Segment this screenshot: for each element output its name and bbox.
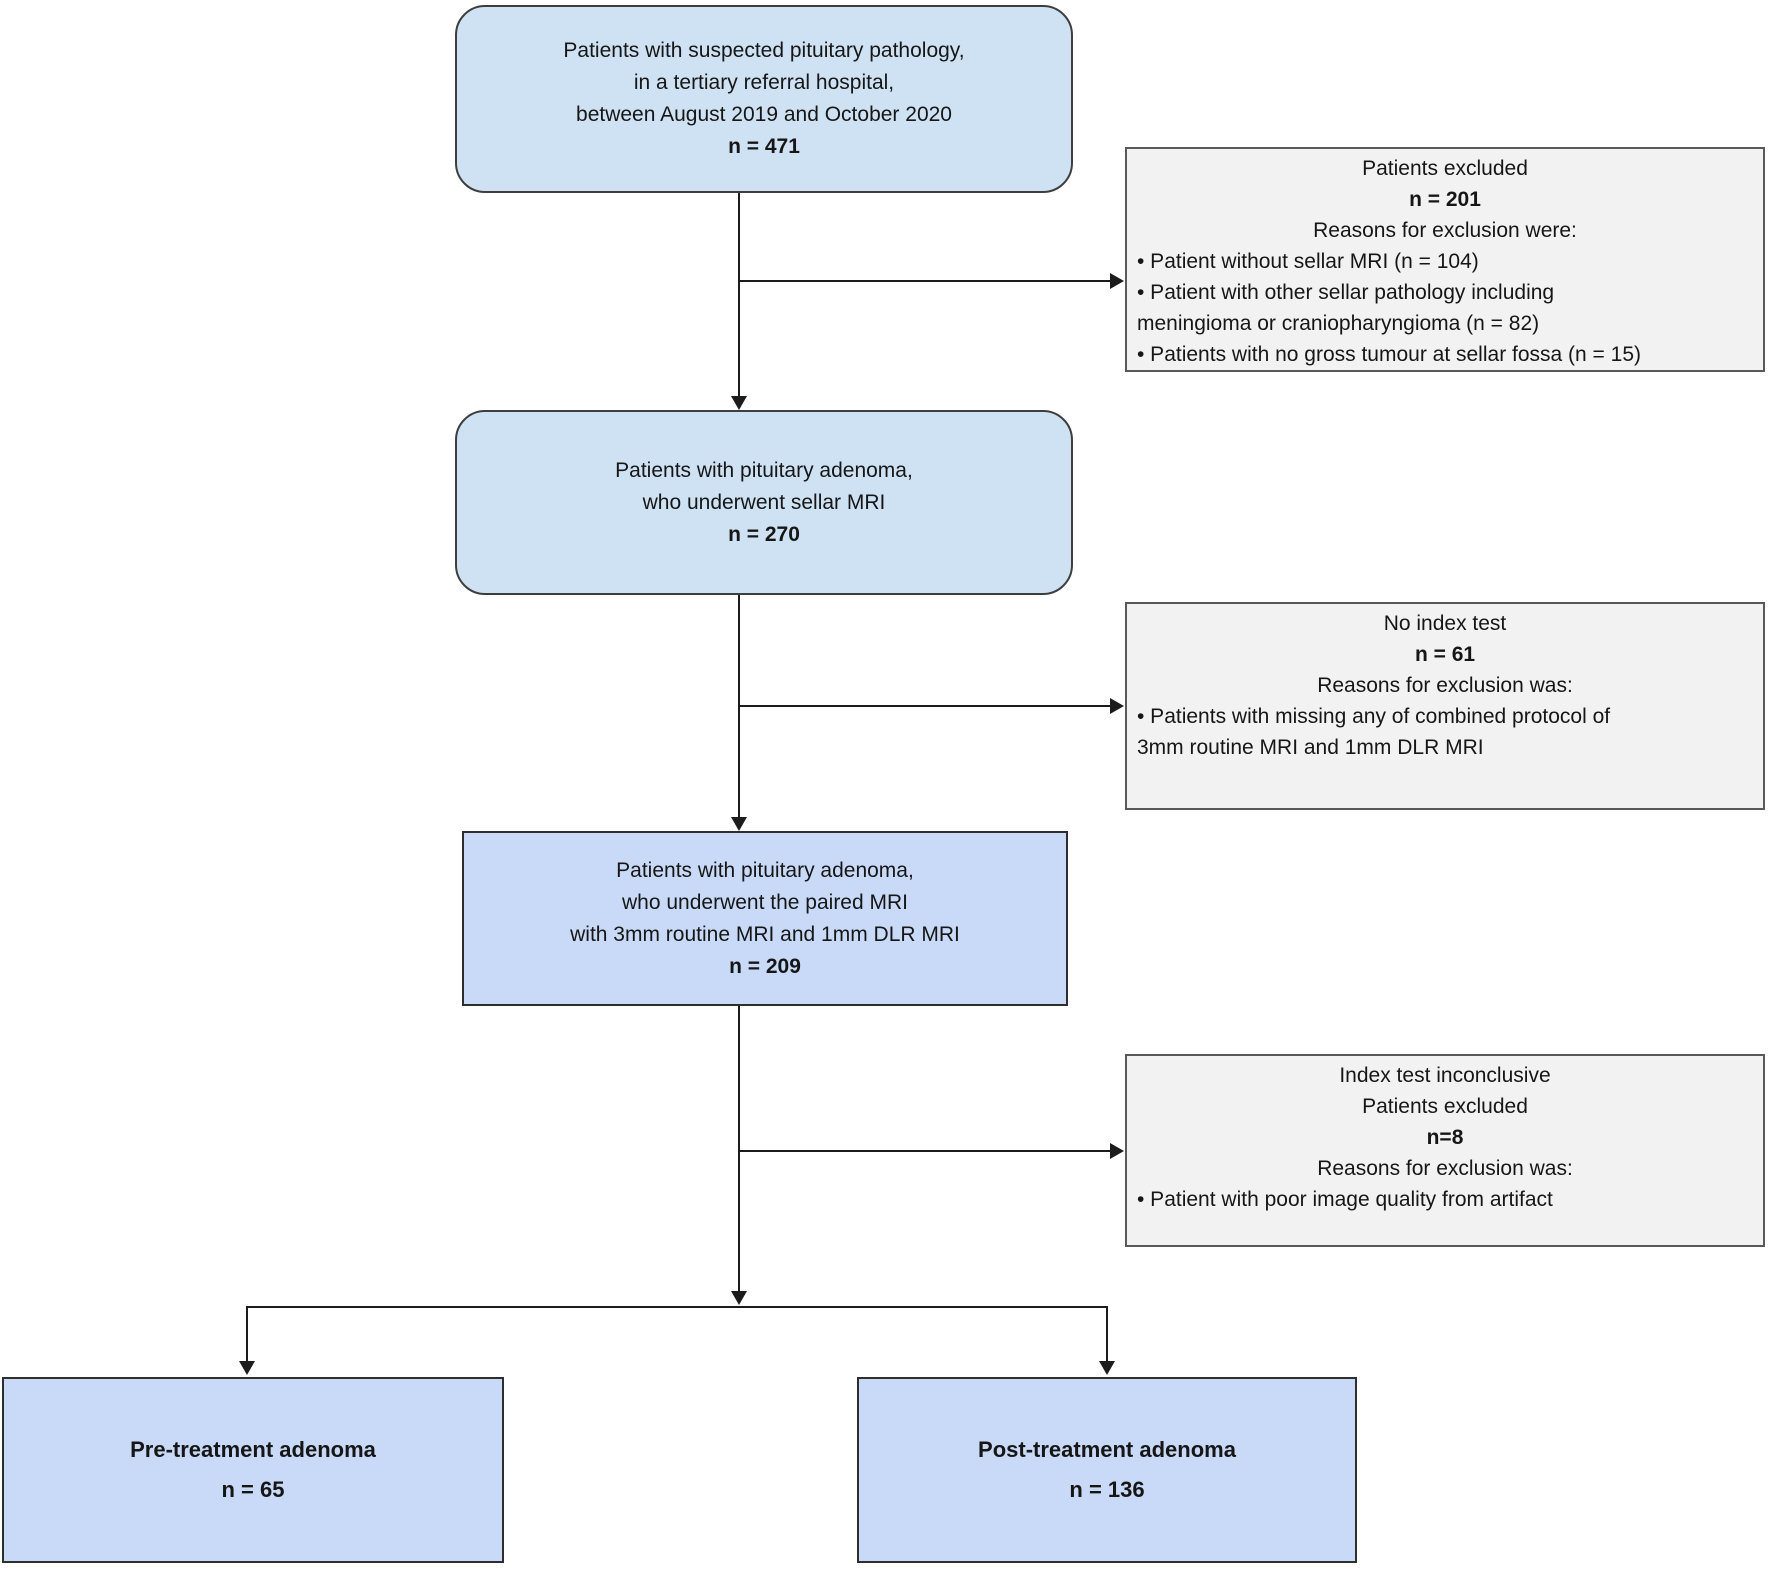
exclusion-reason-label: Reasons for exclusion was: xyxy=(1317,674,1573,697)
box-text-line: between August 2019 and October 2020 xyxy=(576,103,952,126)
exclusion-bullet-line: • Patients with no gross tumour at sella… xyxy=(1137,343,1641,366)
connector-to-second-exclusion xyxy=(739,705,1110,707)
box-text-line: Patients with pituitary adenoma, xyxy=(616,858,914,882)
exclusion-bullet-line: • Patient with poor image quality from a… xyxy=(1137,1188,1553,1211)
arrow-right-icon xyxy=(1110,273,1124,289)
arrow-down-icon xyxy=(731,817,747,831)
box-count: n = 136 xyxy=(1069,1477,1145,1502)
box-initial-cohort: Patients with suspected pituitary pathol… xyxy=(455,5,1073,193)
arrow-right-icon xyxy=(1110,1143,1124,1159)
box-title: Pre-treatment adenoma xyxy=(130,1437,376,1462)
arrow-right-icon xyxy=(1110,698,1124,714)
exclusion-bullet-line: • Patients with missing any of combined … xyxy=(1137,705,1611,728)
exclusion-bullet-line: • Patient without sellar MRI (n = 104) xyxy=(1137,250,1479,273)
box-text-line: with 3mm routine MRI and 1mm DLR MRI xyxy=(570,922,960,946)
connector-initial-to-sellar xyxy=(738,193,740,398)
box-count: n = 270 xyxy=(728,522,800,546)
box-text-line: Patients with suspected pituitary pathol… xyxy=(563,39,965,62)
connector-split-branch xyxy=(247,1306,1108,1308)
exclusion-count: n=8 xyxy=(1426,1126,1464,1149)
exclusion-count: n = 61 xyxy=(1414,643,1476,666)
arrow-down-icon xyxy=(1099,1361,1115,1375)
box-text-line: who underwent the paired MRI xyxy=(622,890,908,914)
exclusion-title: Index test inconclusive xyxy=(1339,1064,1551,1087)
box-pre-treatment: Pre-treatment adenoma n = 65 xyxy=(2,1377,504,1563)
connector-to-first-exclusion xyxy=(739,280,1110,282)
exclusion-bullet-line: meningioma or craniopharyngioma (n = 82) xyxy=(1137,312,1540,335)
box-sellar-mri-cohort: Patients with pituitary adenoma, who und… xyxy=(455,410,1073,595)
connector-branch-to-pre xyxy=(246,1306,248,1362)
exclusion-bullet-line: 3mm routine MRI and 1mm DLR MRI xyxy=(1137,736,1484,759)
arrow-down-icon xyxy=(239,1361,255,1375)
arrow-down-icon xyxy=(731,1291,747,1305)
box-title: Post-treatment adenoma xyxy=(978,1437,1236,1462)
exclusion-bullet-line: • Patient with other sellar pathology in… xyxy=(1137,281,1555,304)
box-post-treatment: Post-treatment adenoma n = 136 xyxy=(857,1377,1357,1563)
box-text-line: Patients with pituitary adenoma, xyxy=(615,458,913,482)
box-paired-mri-cohort: Patients with pituitary adenoma, who und… xyxy=(462,831,1068,1006)
exclusion-reason-label: Reasons for exclusion was: xyxy=(1317,1157,1573,1180)
exclusion-title: Patients excluded xyxy=(1362,1095,1528,1118)
box-excluded-patients: Patients excluded n = 201 Reasons for ex… xyxy=(1125,147,1765,372)
box-text-line: in a tertiary referral hospital, xyxy=(633,71,895,94)
exclusion-title: No index test xyxy=(1383,612,1507,635)
box-no-index-test: No index test n = 61 Reasons for exclusi… xyxy=(1125,602,1765,810)
box-text-line: who underwent sellar MRI xyxy=(642,490,886,514)
connector-paired-to-split xyxy=(738,1006,740,1293)
exclusion-title: Patients excluded xyxy=(1362,157,1528,180)
exclusion-count: n = 201 xyxy=(1409,188,1481,211)
box-count: n = 65 xyxy=(221,1477,285,1502)
connector-branch-to-post xyxy=(1106,1306,1108,1362)
box-index-test-inconclusive: Index test inconclusive Patients exclude… xyxy=(1125,1054,1765,1247)
connector-sellar-to-paired xyxy=(738,595,740,819)
box-count: n = 471 xyxy=(728,135,800,158)
arrow-down-icon xyxy=(731,396,747,410)
box-count: n = 209 xyxy=(729,954,801,978)
connector-to-third-exclusion xyxy=(739,1150,1110,1152)
exclusion-reason-label: Reasons for exclusion were: xyxy=(1313,219,1577,242)
